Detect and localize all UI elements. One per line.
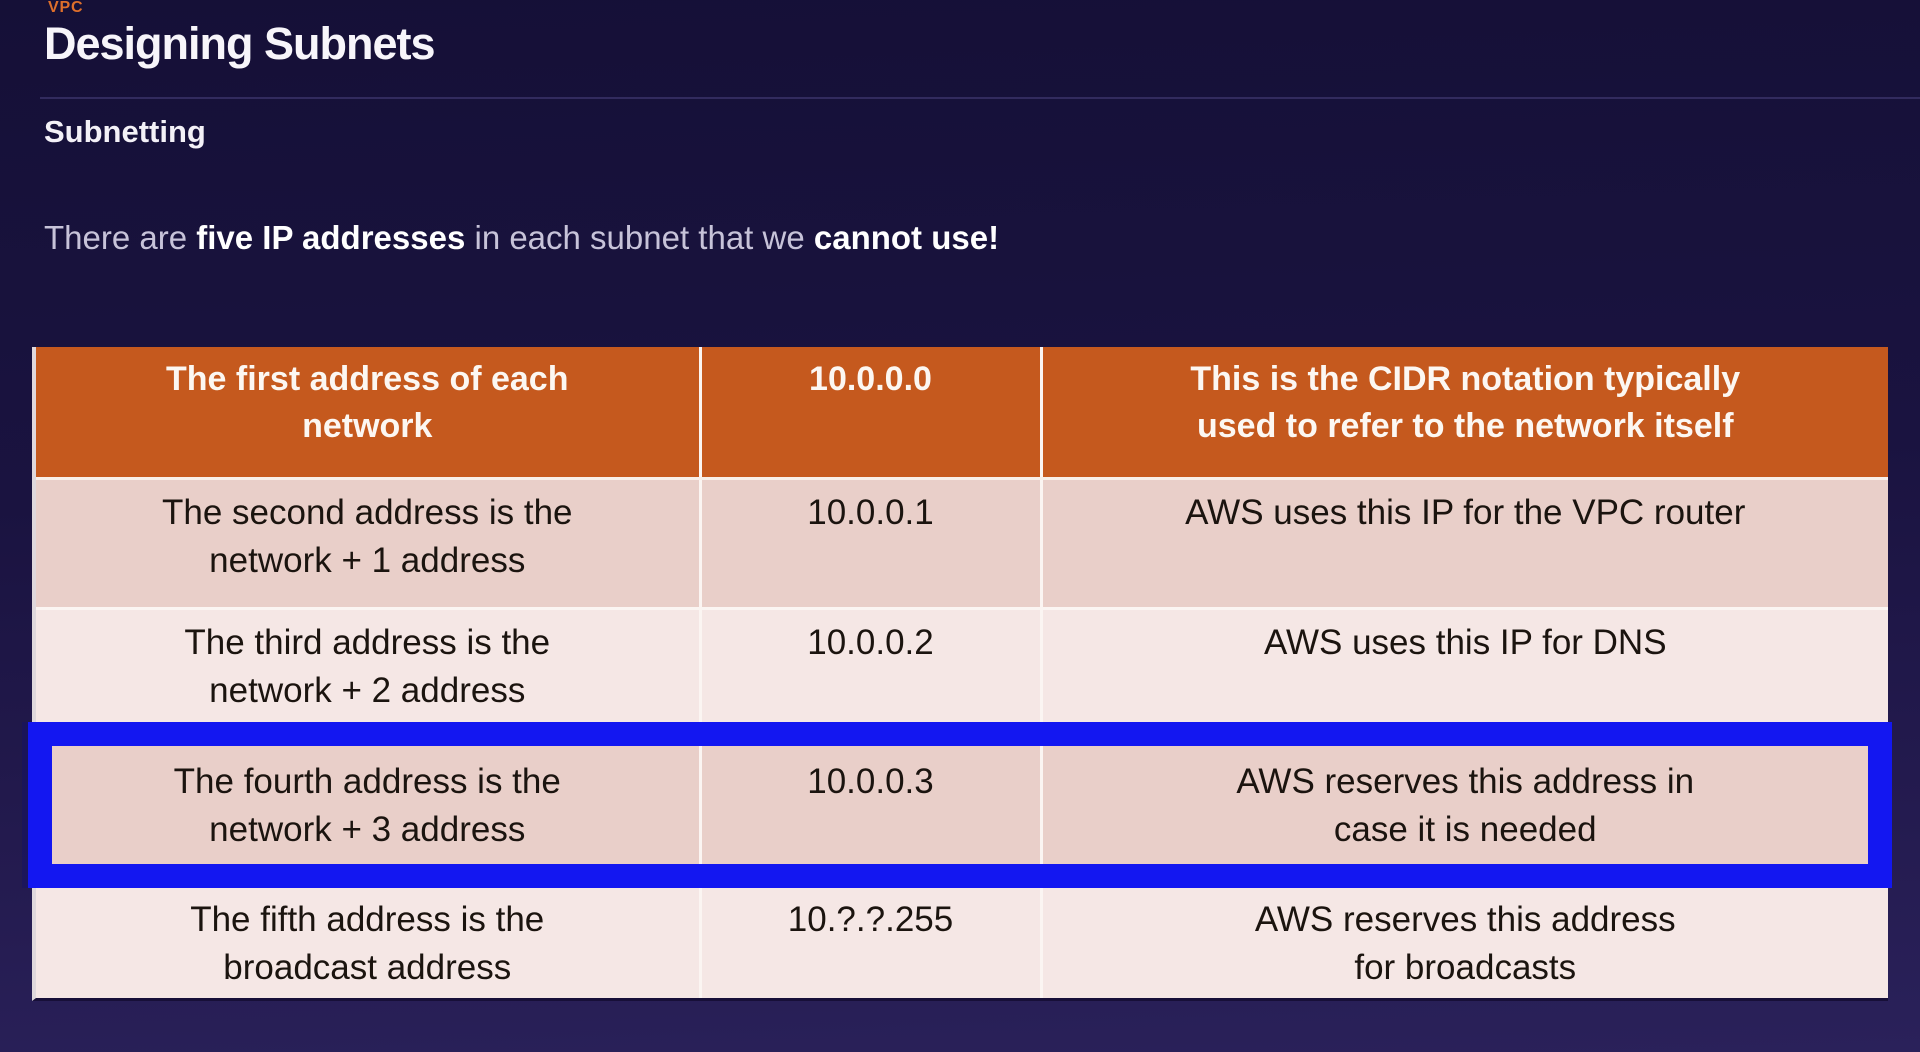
table-cell-usage: AWS uses this IP for DNS: [1041, 608, 1888, 722]
section-divider: [40, 97, 1920, 99]
table-row-highlighted: The fourth address is the network + 3 ad…: [36, 722, 1888, 887]
intro-segment: There are: [44, 219, 197, 256]
page-title: Designing Subnets: [44, 18, 436, 69]
table-cell-address: 10.0.0.3: [700, 722, 1043, 887]
table-row: The second address is the network + 1 ad…: [36, 478, 1888, 610]
section-subtitle: Subnetting: [44, 114, 206, 149]
table-cell-usage: AWS reserves this address for broadcasts: [1041, 887, 1888, 998]
table-cell-address: 10.0.0.2: [700, 608, 1043, 722]
table-row: The third address is the network + 2 add…: [36, 608, 1888, 722]
table-cell-description: The third address is the network + 2 add…: [36, 608, 702, 722]
table-cell-usage: AWS uses this IP for the VPC router: [1041, 478, 1888, 610]
intro-segment-bold: five IP addresses: [196, 219, 466, 256]
intro-segment: in each subnet that we: [465, 219, 814, 256]
table-cell-address: 10.0.0.1: [700, 478, 1043, 610]
table-header-cell-usage: This is the CIDR notation typically used…: [1041, 347, 1888, 480]
table-cell-address: 10.?.?.255: [700, 887, 1043, 998]
table-header-row: The first address of each network 10.0.0…: [36, 347, 1888, 480]
table-cell-usage: AWS reserves this address in case it is …: [1041, 722, 1888, 887]
eyebrow-label: VPC: [48, 0, 84, 16]
reserved-addresses-table: The first address of each network 10.0.0…: [32, 347, 1888, 1001]
table-row: The fifth address is the broadcast addre…: [36, 887, 1888, 998]
table-cell-description: The fifth address is the broadcast addre…: [36, 887, 702, 998]
table-header-cell-address: 10.0.0.0: [700, 347, 1043, 480]
table-header-cell-description: The first address of each network: [36, 347, 702, 480]
intro-text: There are five IP addresses in each subn…: [44, 219, 999, 257]
intro-segment-bold: cannot use!: [813, 219, 1000, 256]
table-cell-description: The second address is the network + 1 ad…: [36, 478, 702, 610]
table-cell-description: The fourth address is the network + 3 ad…: [36, 722, 702, 887]
